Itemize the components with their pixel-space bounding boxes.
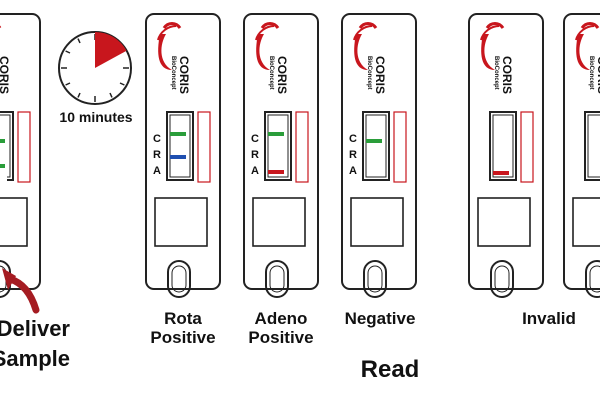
brand-sub: BioConcept (588, 56, 594, 90)
label-adeno-positive: Adeno Positive (236, 309, 326, 347)
timer-elapsed-wedge (95, 32, 127, 68)
label-line2: Positive (248, 328, 314, 347)
band-partial-left-1 (0, 164, 5, 168)
label-line2: Positive (150, 328, 216, 347)
brand-name: CORIS (0, 56, 11, 94)
brand-name: CORIS (500, 56, 514, 94)
brand-sub: BioConcept (366, 56, 372, 90)
label-line1: Rota (164, 309, 202, 328)
channel-a: A (153, 165, 161, 177)
cassette-text-invalid: CORIS BioConcept (493, 56, 514, 94)
band-rota-positive-0 (170, 132, 186, 136)
step-title: Read (340, 356, 440, 384)
label-negative: Negative (332, 309, 428, 328)
brand-sub: BioConcept (268, 56, 274, 90)
channel-c: C (349, 133, 357, 145)
band-partial-left-0 (0, 139, 5, 143)
brand-sub: BioConcept (170, 56, 176, 90)
instruction-line1: Deliver (0, 316, 70, 341)
cassette-text-negative: CORIS BioConcept C R A (349, 56, 387, 177)
channel-a: A (251, 165, 259, 177)
band-negative-0 (366, 139, 382, 143)
channel-r: R (153, 149, 161, 161)
label-line1: Adeno (254, 309, 308, 328)
band-adeno-positive-0 (268, 132, 284, 136)
band-adeno-positive-1 (268, 170, 284, 174)
brand-name: CORIS (373, 56, 387, 94)
channel-r: R (251, 149, 259, 161)
brand-sub: BioConcept (493, 56, 499, 90)
cassette-text-partial-left: CORIS BioConcept (0, 56, 11, 94)
cassette-text-rota: CORIS BioConcept C R A (153, 56, 191, 177)
band-invalid-0 (493, 171, 509, 175)
channel-c: C (153, 133, 161, 145)
timer-label-text: 10 minutes (59, 109, 133, 125)
deliver-arrowhead (2, 268, 16, 290)
cassette-partial-left (0, 12, 42, 299)
band-rota-positive-1 (170, 155, 186, 159)
instruction-line2: Sample (0, 346, 70, 371)
timer-label: 10 minutes (46, 108, 146, 127)
channel-a: A (349, 165, 357, 177)
label-invalid: Invalid (504, 309, 594, 328)
label-line1: Negative (344, 309, 416, 328)
label-rota-positive: Rota Positive (138, 309, 228, 347)
timer-ticks (61, 34, 129, 102)
brand-name: CORIS (177, 56, 191, 94)
instruction-label: Deliver Sample (0, 314, 70, 374)
channel-c: C (251, 133, 259, 145)
brand-name: CORIS (275, 56, 289, 94)
timer-clock (58, 31, 132, 105)
label-line1: Invalid (522, 309, 576, 328)
brand-name: CORIS (595, 56, 600, 94)
step-title-text: Read (360, 356, 420, 383)
cassette-text-adeno: CORIS BioConcept C R A (251, 56, 289, 177)
result-bands (0, 132, 509, 175)
channel-r: R (349, 149, 357, 161)
cassette-text-partial-right: CORIS BioConcept (588, 56, 600, 94)
